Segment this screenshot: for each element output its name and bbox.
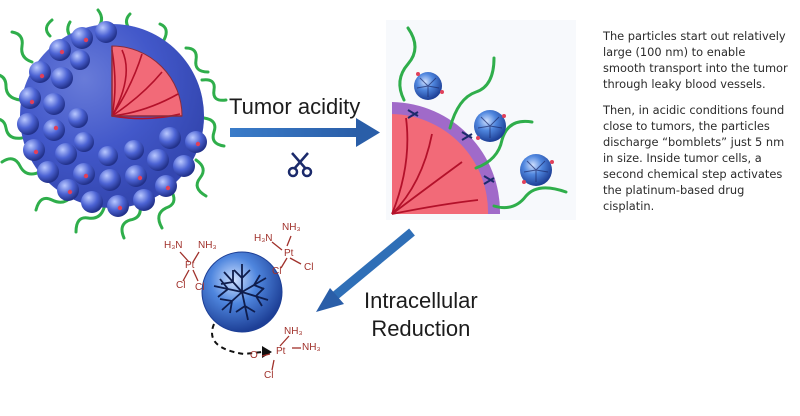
bomblets	[414, 72, 554, 186]
caption-paragraph-1: The particles start out relatively large…	[603, 29, 788, 91]
bomblet-particle	[179, 235, 302, 371]
cleavage-scissors-icons	[407, 109, 495, 185]
drug-core	[111, 45, 183, 117]
chem-cl-2b: Cl	[304, 262, 314, 273]
chem-o-3: O	[250, 350, 258, 361]
chem-cl-1a: Cl	[176, 280, 186, 291]
chem-nh3-1: NH₃	[198, 240, 217, 251]
chem-nh3-3b: NH₃	[302, 342, 321, 353]
chem-pt-2: Pt	[284, 248, 294, 259]
caption: The particles start out relatively large…	[603, 28, 791, 224]
caption-paragraph-2: Then, in acidic conditions found close t…	[603, 103, 785, 213]
chem-cl-1b: Cl	[195, 282, 205, 293]
reduction-arrow	[316, 228, 415, 312]
chem-h3n-1: H₃N	[164, 240, 183, 251]
acidity-arrow	[230, 118, 380, 147]
fragmenting-particle	[386, 20, 576, 220]
scissors-icon	[287, 152, 313, 178]
chem-pt-3: Pt	[276, 346, 286, 357]
chem-nh3-2: NH₃	[282, 222, 301, 233]
chem-pt-1: Pt	[185, 260, 195, 271]
chem-h3n-2: H₃N	[254, 233, 273, 244]
large-nanoparticle	[0, 8, 228, 240]
intracellular-label-line2: Reduction	[371, 316, 471, 341]
tumor-acidity-label: Tumor acidity	[229, 94, 361, 119]
chem-nh3-3a: NH₃	[284, 326, 303, 337]
chem-cl-3: Cl	[264, 370, 274, 381]
intracellular-label-line1: Intracellular	[364, 288, 478, 313]
chem-cl-2a: Cl	[272, 266, 282, 277]
intracellular-reduction-label: Intracellular Reduction	[364, 287, 478, 343]
